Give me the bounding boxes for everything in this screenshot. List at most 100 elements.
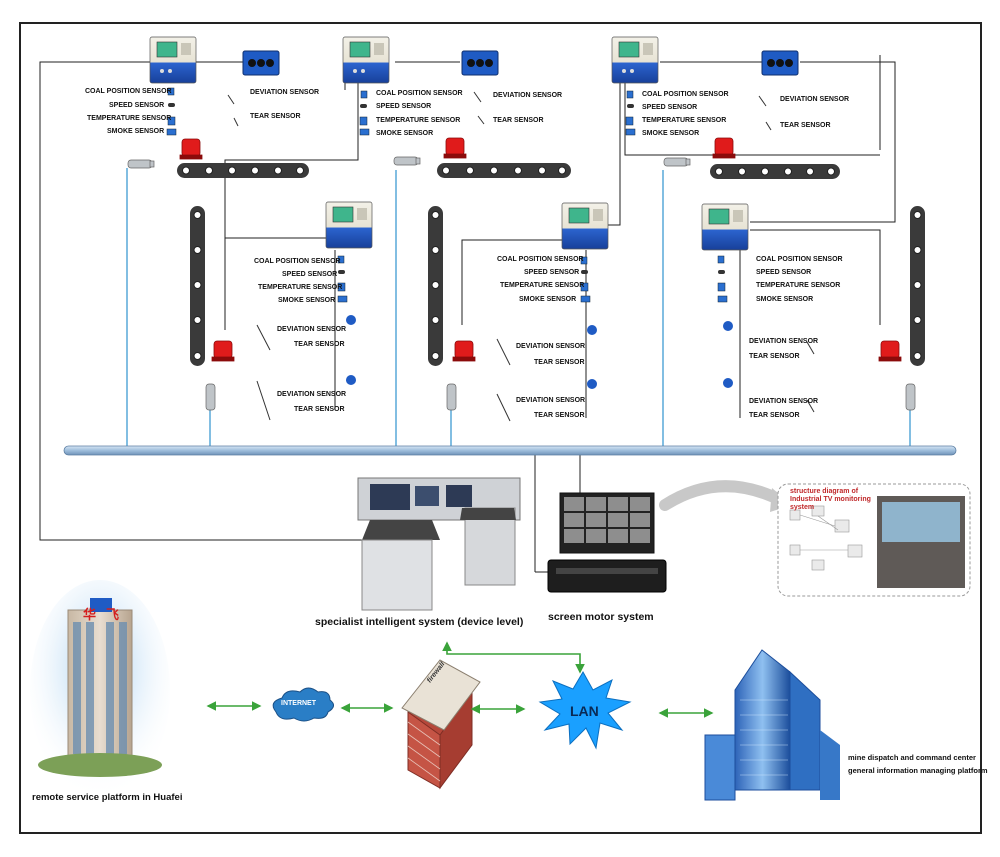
tear-label: TEAR SENSOR [294, 406, 345, 413]
dvr-icon [547, 559, 667, 593]
junction-box-icon [242, 50, 280, 76]
sensor-icon [580, 282, 589, 292]
coal-position-label: COAL POSITION SENSOR [756, 256, 843, 263]
speed-label: SPEED SENSOR [282, 271, 338, 278]
coal-position-label: COAL POSITION SENSOR [254, 258, 341, 265]
temperature-label: TEMPERATURE SENSOR [500, 282, 585, 289]
sensor-icon [167, 116, 176, 126]
speed-label: SPEED SENSOR [109, 102, 165, 109]
building-sign: 华飞 [83, 607, 130, 622]
alarm-light-icon [211, 340, 235, 362]
sensor-icon [625, 128, 636, 136]
sensor-icon [581, 270, 588, 274]
temperature-label: TEMPERATURE SENSOR [642, 117, 727, 124]
deviation-label: DEVIATION SENSOR [749, 338, 819, 345]
temperature-label: TEMPERATURE SENSOR [756, 282, 841, 289]
deviation-label: DEVIATION SENSOR [516, 343, 586, 350]
sensor-icon [718, 270, 725, 274]
camera-icon [127, 159, 155, 169]
tear-label: TEAR SENSOR [534, 359, 585, 366]
sensor-icons [166, 87, 815, 422]
sensor-icon [359, 128, 370, 136]
hq-building-icon [704, 649, 840, 801]
smoke-label: SMOKE SENSOR [519, 296, 577, 303]
belt-conveyor-icon [190, 206, 205, 366]
belt-conveyor-icon [710, 164, 840, 179]
internet-label: INTERNET [281, 700, 316, 707]
sensor-icon [626, 90, 634, 99]
coal-position-label: COAL POSITION SENSOR [85, 88, 172, 95]
belt-conveyor-icon [437, 163, 571, 178]
smoke-label: SMOKE SENSOR [376, 130, 434, 137]
firewall-icon [401, 659, 481, 790]
specialist-system-caption: specialist intelligent system (device le… [315, 616, 524, 628]
diagram-frame [19, 22, 982, 834]
office-building-icon [30, 580, 170, 800]
sensor-icon [168, 103, 175, 107]
mine-center-line2: general information managing platform [848, 766, 988, 775]
lan-burst-icon [538, 670, 632, 750]
junction-box-icon [761, 50, 799, 76]
controller-box-icon [325, 201, 373, 249]
speed-label: SPEED SENSOR [642, 104, 698, 111]
sensor-icon [587, 379, 597, 389]
coal-position-label: COAL POSITION SENSOR [376, 90, 463, 97]
remote-platform-caption: remote service platform in Huafei [32, 792, 183, 803]
smoke-label: SMOKE SENSOR [107, 128, 165, 135]
sensor-icon [625, 116, 634, 126]
sensor-icon [717, 295, 728, 303]
alarm-light-icon [878, 340, 902, 362]
coal-position-label: COAL POSITION SENSOR [642, 91, 729, 98]
sensor-icon [338, 270, 345, 274]
speed-label: SPEED SENSOR [756, 269, 812, 276]
belt-conveyor-icon [177, 163, 309, 178]
camera-icon [205, 383, 216, 411]
belt-conveyor-icon [428, 206, 443, 366]
tear-label: TEAR SENSOR [493, 117, 544, 124]
sensor-icon [627, 104, 634, 108]
sensor-icon [337, 255, 345, 264]
deviation-label: DEVIATION SENSOR [277, 391, 347, 398]
sensor-icon [346, 315, 356, 325]
sensor-icon [723, 321, 733, 331]
screen-motor-caption: screen motor system [548, 611, 654, 623]
sensor-icon [166, 128, 177, 136]
tear-label: TEAR SENSOR [749, 353, 800, 360]
alarm-light-icon [712, 137, 736, 159]
deviation-label: DEVIATION SENSOR [780, 96, 850, 103]
sensor-icon [723, 378, 733, 388]
sensor-icon [587, 325, 597, 335]
camera-icon [663, 157, 691, 167]
sensor-icon [360, 90, 368, 99]
sensor-icon [717, 255, 725, 264]
tear-label: TEAR SENSOR [534, 412, 585, 419]
speed-label: SPEED SENSOR [376, 103, 432, 110]
internet-cloud-icon [272, 687, 334, 722]
sensor-icon [337, 282, 346, 292]
controller-box-icon [611, 36, 659, 84]
camera-icon [393, 156, 421, 166]
tear-label: TEAR SENSOR [749, 412, 800, 419]
tear-label: TEAR SENSOR [294, 341, 345, 348]
junction-box-icon [461, 50, 499, 76]
sensor-icon [167, 87, 175, 96]
link-arrows [206, 641, 714, 718]
controller-box-icon [701, 203, 749, 251]
deviation-label: DEVIATION SENSOR [749, 398, 819, 405]
controller-box-icon [342, 36, 390, 84]
alarm-light-icon [452, 340, 476, 362]
network-bus [63, 445, 957, 456]
monitor-wall-icon [559, 492, 655, 554]
sensor-icon [580, 295, 591, 303]
deviation-label: DEVIATION SENSOR [493, 92, 563, 99]
tear-label: TEAR SENSOR [250, 113, 301, 120]
camera-icon [446, 383, 457, 411]
sensor-icon [359, 116, 368, 126]
sensor-icon [717, 282, 726, 292]
smoke-label: SMOKE SENSOR [756, 296, 814, 303]
belt-conveyor-icon [910, 206, 925, 366]
alarm-lights [179, 137, 902, 362]
tear-label: TEAR SENSOR [780, 122, 831, 129]
controller-box-icon [561, 202, 609, 250]
